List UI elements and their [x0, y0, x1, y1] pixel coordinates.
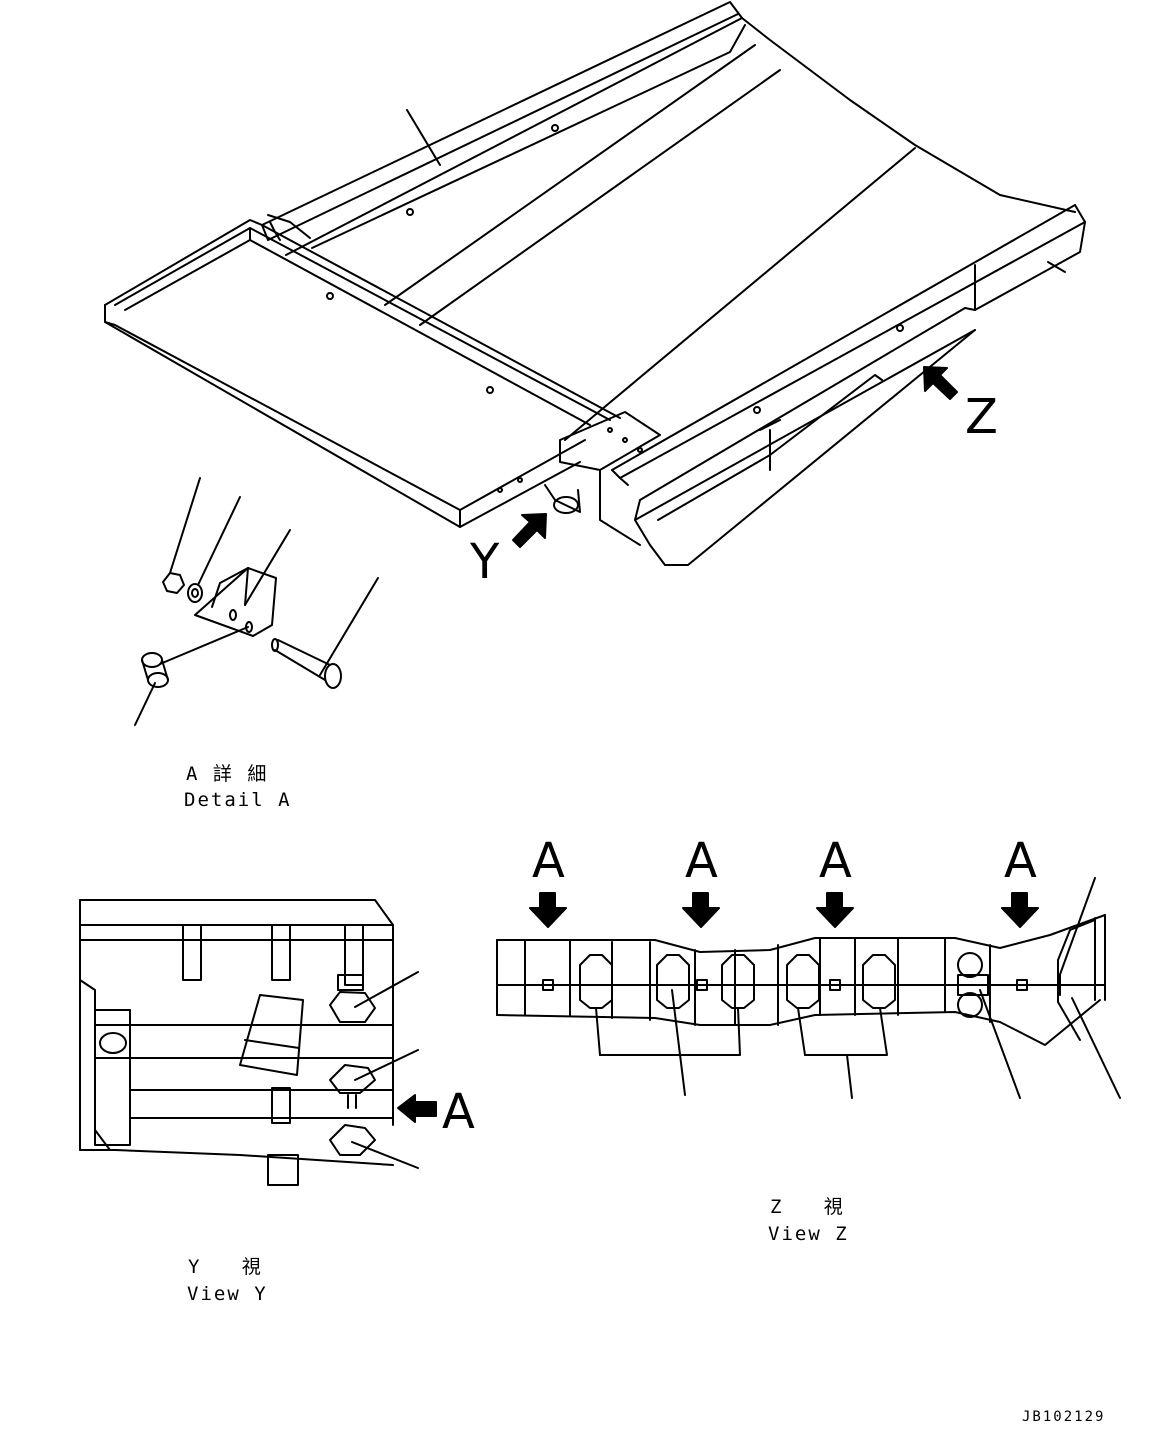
label-arrow-a-view-y: A [442, 1084, 475, 1140]
arrow-y [513, 514, 546, 547]
view-z [497, 878, 1120, 1098]
caption-view-z-en: View Z [768, 1223, 849, 1245]
caption-detail-a-en: Detail A [184, 789, 292, 811]
label-arrow-z: Z [965, 389, 998, 445]
caption-detail-a-jp: A 詳 細 [186, 763, 269, 785]
label-arrow-y: Y [470, 534, 500, 590]
bracket [195, 568, 276, 636]
label-arrow-a-1: A [532, 833, 565, 889]
label-arrow-a-3: A [819, 833, 852, 889]
arrows-a-view-z [530, 893, 1038, 927]
arrow-a-view-y [398, 1095, 436, 1122]
pad-1 [330, 992, 375, 1022]
detail-a-parts [135, 478, 378, 725]
arrow-z [924, 367, 957, 399]
main-assembly [105, 2, 1085, 565]
leader-top-rail [407, 110, 440, 165]
pad-3 [330, 1125, 375, 1155]
pad-2 [330, 1065, 375, 1093]
bolt [278, 640, 330, 665]
label-arrow-a-2: A [685, 833, 718, 889]
view-y [80, 900, 418, 1185]
caption-view-z-jp: Z 視 [770, 1196, 845, 1218]
caption-view-y-jp: Y 視 [188, 1256, 263, 1278]
collar [142, 653, 162, 667]
nut [163, 573, 184, 593]
caption-view-y-en: View Y [187, 1283, 268, 1305]
label-arrow-a-4: A [1004, 833, 1037, 889]
washer [188, 584, 202, 602]
drawing-number: JB102129 [1022, 1409, 1106, 1425]
